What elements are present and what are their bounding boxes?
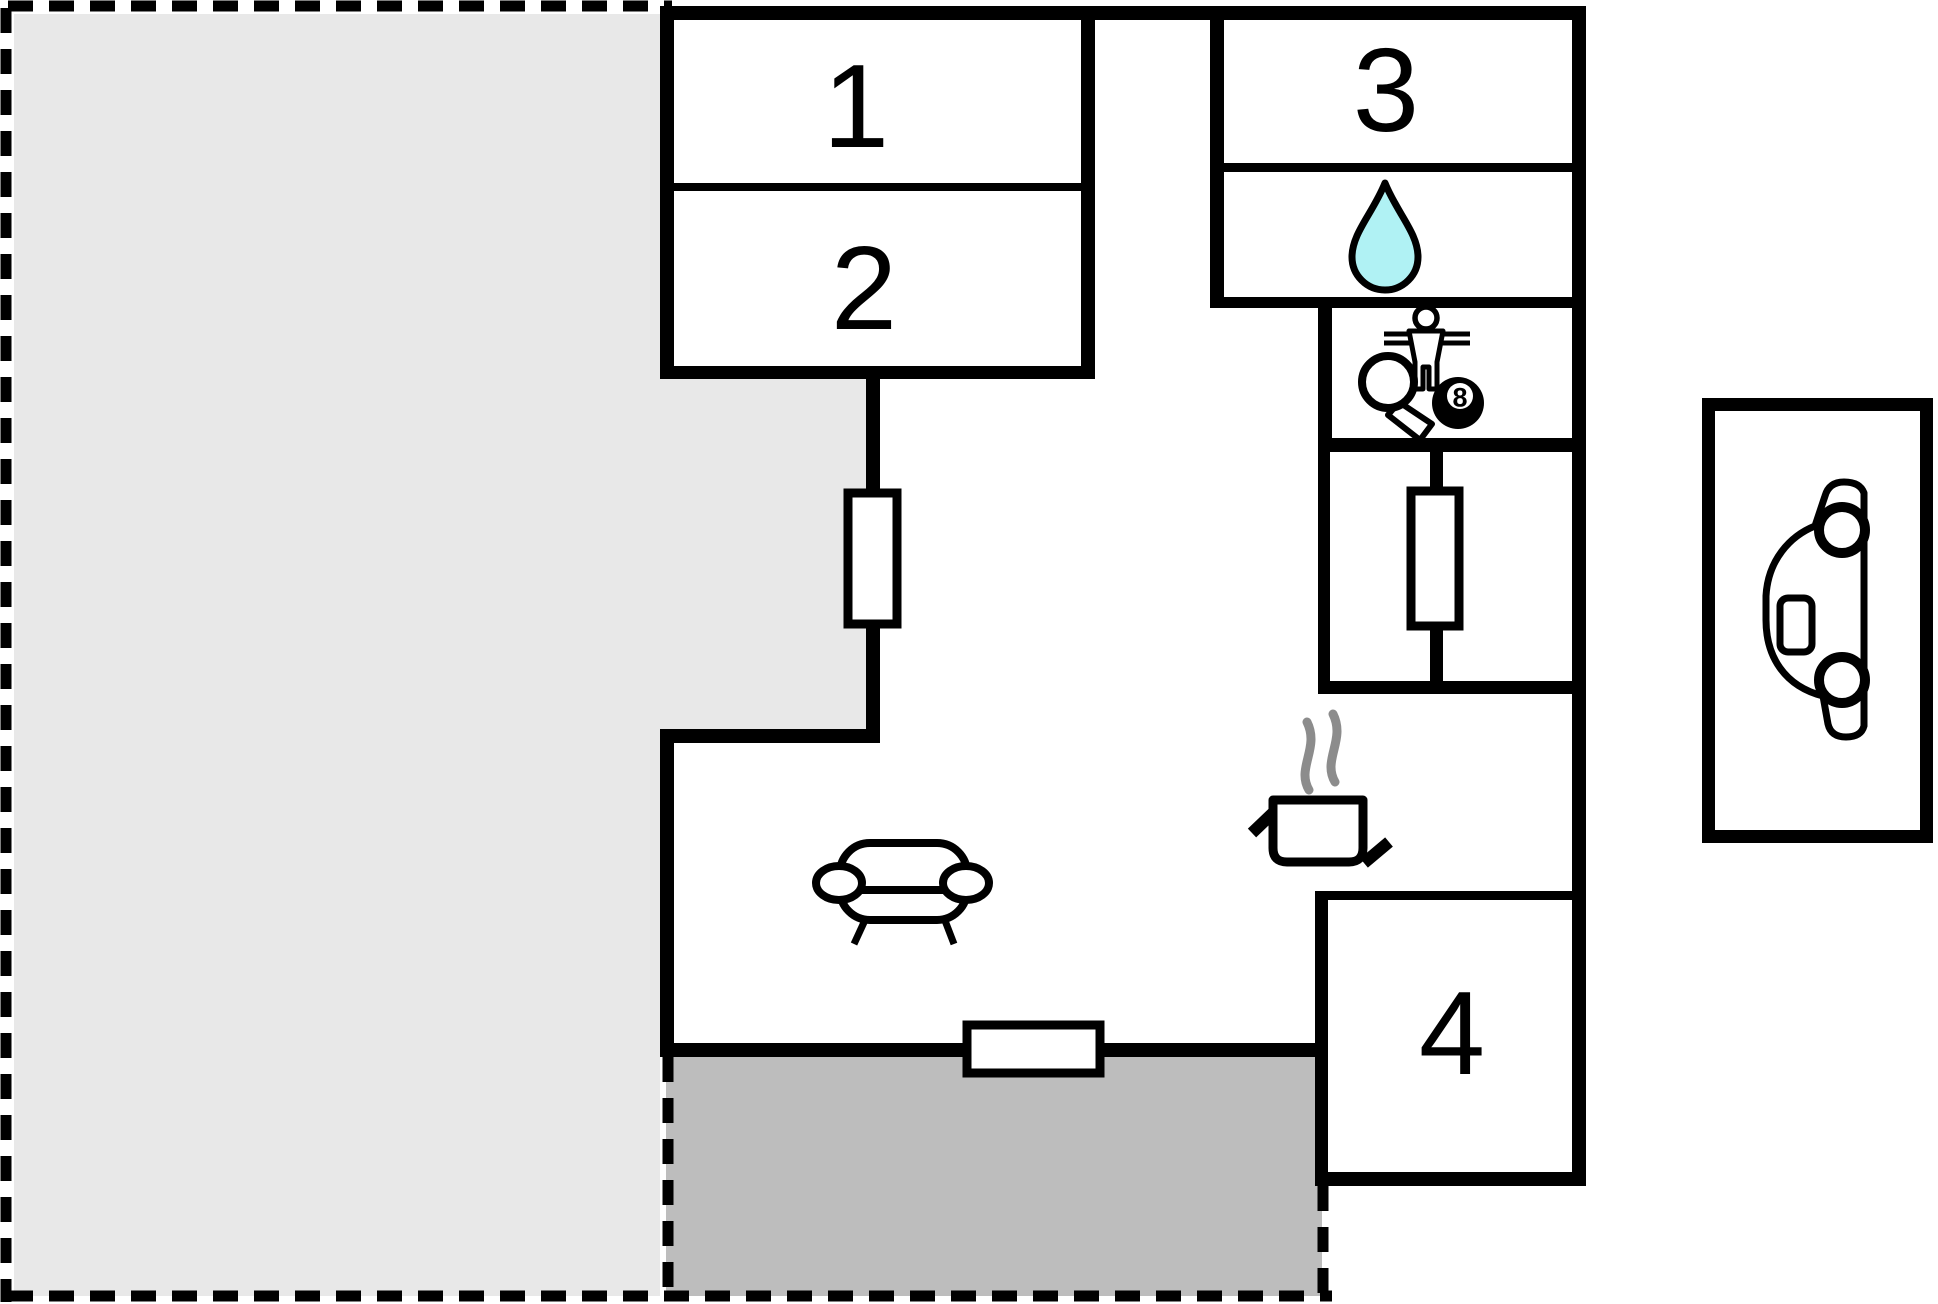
carport <box>1702 398 1933 843</box>
room-label-3: 3 <box>1353 24 1419 157</box>
steam-icon <box>1326 709 1342 787</box>
game-room-icons: 8 <box>1358 304 1484 443</box>
room-label-4: 4 <box>1419 967 1485 1100</box>
terrace-area <box>666 1050 1322 1296</box>
wall-bathroom-bottom <box>1210 297 1586 308</box>
wall-room3-left <box>1210 6 1224 308</box>
water-drop-icon <box>1348 179 1422 294</box>
wall-room4-left <box>1315 891 1328 1186</box>
wall-gameroom-bottom <box>1318 438 1586 452</box>
wall-gameroom-left <box>1318 297 1332 452</box>
cooking-pot-icon <box>1247 709 1393 868</box>
wall-closet-left <box>1318 452 1330 694</box>
window-left <box>843 488 902 629</box>
wall-divider-room1-room2 <box>674 183 1081 191</box>
wall-nook-right-upper <box>866 372 880 497</box>
room-label-2: 2 <box>831 222 897 355</box>
wall-room4-bottom <box>1315 1172 1586 1186</box>
sofa-icon <box>812 839 993 946</box>
wall-nook-bottom <box>660 729 880 743</box>
wall-outer-right <box>1572 6 1586 1186</box>
car-icon <box>1762 478 1870 741</box>
foosball-player-icon <box>1384 304 1470 392</box>
wall-divider-room3-bath <box>1224 163 1572 172</box>
steam-icon <box>1300 717 1316 795</box>
eight-ball-icon: 8 <box>1432 377 1484 429</box>
walls <box>660 6 1586 1186</box>
wall-nook-right-lower <box>866 620 880 742</box>
wall-outer-left-lower <box>660 729 674 1057</box>
room-labels: 1 2 3 4 <box>823 24 1485 1100</box>
room-label-1: 1 <box>823 40 889 173</box>
wall-kitchen-top <box>1318 681 1586 694</box>
wall-bedrooms-right <box>1081 6 1095 379</box>
wall-outer-left-upper <box>660 6 674 378</box>
window-bottom <box>962 1020 1105 1078</box>
plot-boundary-dashed <box>0 0 1332 1302</box>
windows <box>843 486 1464 1078</box>
wall-outer-top <box>660 6 1586 20</box>
eight-ball-number: 8 <box>1452 383 1467 413</box>
patio-area <box>14 14 873 1296</box>
wall-room4-top <box>1321 891 1572 900</box>
table-tennis-paddle-icon <box>1358 352 1435 443</box>
window-right <box>1406 486 1464 631</box>
